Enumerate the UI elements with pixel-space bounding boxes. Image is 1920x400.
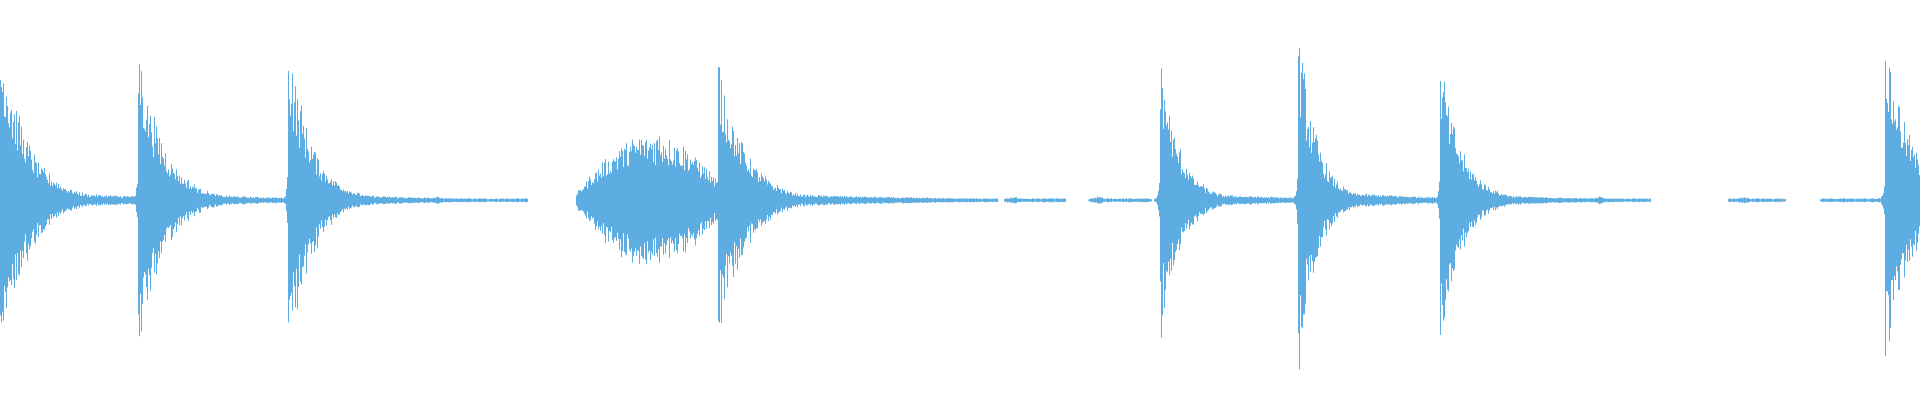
waveform-trace [0, 48, 1920, 370]
